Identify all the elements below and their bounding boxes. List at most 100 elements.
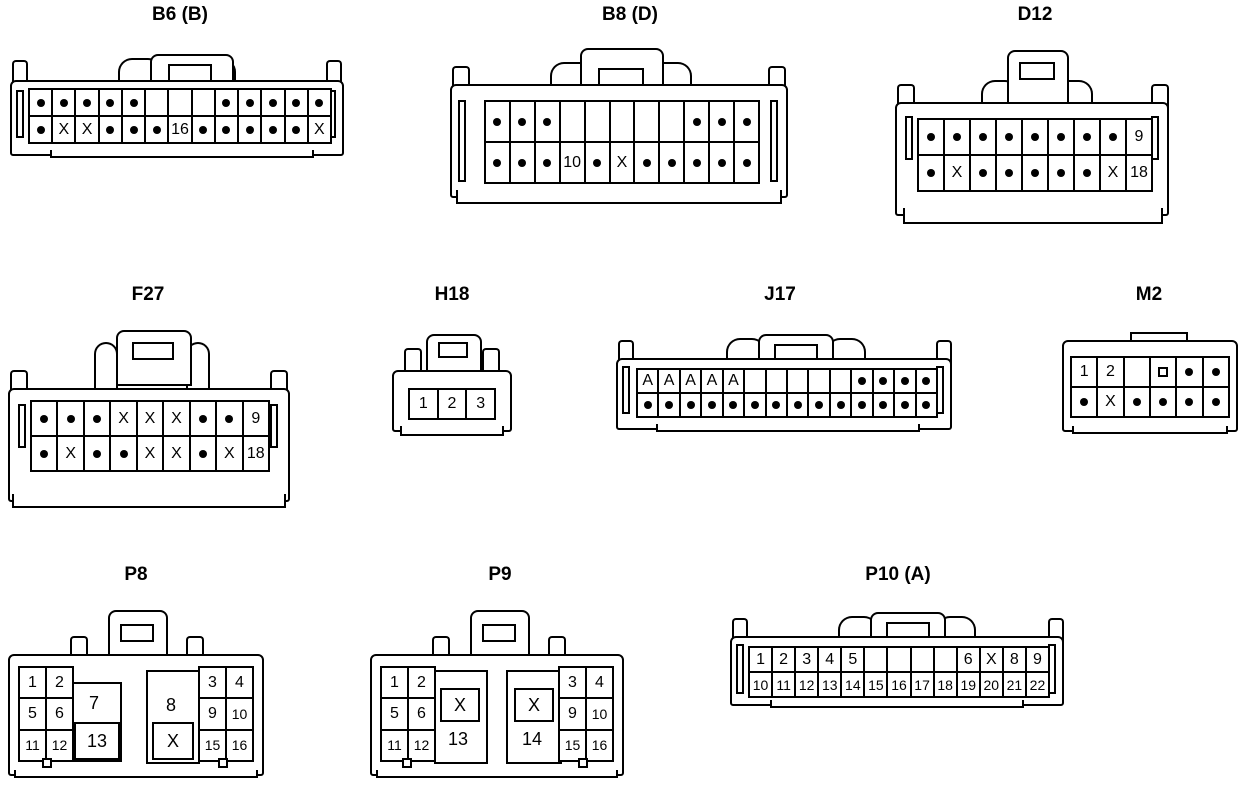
pin-dot: [1083, 169, 1091, 177]
pin-cell: [766, 394, 786, 416]
pin-cell: A: [680, 370, 701, 392]
pin-cell: X: [53, 117, 75, 142]
pin-cell: A: [638, 370, 658, 392]
pin-cell: A: [702, 370, 722, 392]
pin-dot: [836, 401, 845, 409]
pin-cell: X: [164, 402, 189, 435]
connector-title-d12: D12: [1017, 4, 1053, 25]
pin-cell: [1151, 388, 1176, 416]
pin-cell: 1: [20, 668, 45, 698]
pin-dot: [667, 158, 676, 167]
pin-cell: 16: [888, 673, 910, 696]
pin-dot: [152, 125, 161, 134]
keyway-slot: [578, 758, 588, 768]
empty-cell: [146, 90, 168, 115]
connector-title-p10: P10 (A): [865, 564, 931, 585]
pin-dot: [1057, 133, 1065, 141]
pin-cell: [76, 90, 98, 115]
pin-cell: 9: [200, 699, 225, 729]
pin-cell: [809, 394, 829, 416]
pin-dot: [922, 401, 931, 409]
pin-dot: [222, 98, 231, 107]
empty-cell: [610, 102, 634, 141]
pin-dot: [493, 158, 502, 167]
pin-dot: [793, 401, 802, 409]
pin-cell: [146, 117, 168, 142]
pin-cell: 10: [227, 699, 252, 729]
pin-cell: 9: [1026, 648, 1048, 671]
empty-cell: [830, 370, 851, 392]
empty-cell: [934, 648, 956, 671]
pin-dot: [1005, 169, 1013, 177]
pin-cell: 11: [382, 730, 407, 760]
keyway-slot: [1158, 367, 1169, 377]
pin-cell: 1: [410, 390, 437, 418]
pin-dot: [1005, 133, 1013, 141]
pin-dot: [1080, 398, 1089, 406]
pin-cell: 7: [78, 688, 110, 718]
empty-cell: [660, 102, 684, 141]
pin-cell: X: [137, 402, 163, 435]
pin-dot: [292, 125, 301, 134]
pin-dot: [1031, 133, 1039, 141]
pin-cell: [660, 143, 684, 182]
pin-dot: [717, 158, 726, 167]
pin-dot: [593, 158, 602, 167]
pin-cell: 3: [560, 668, 585, 698]
pin-grid: 1 2 3 4 5 6 X 8 9 10 11 12 13 14 15 16 1…: [748, 646, 1050, 698]
pin-cell: [685, 102, 709, 141]
pin-cell: X: [58, 437, 83, 470]
pin-cell: 6: [957, 648, 979, 671]
pin-cell: [192, 117, 214, 142]
connector-d12: 9 X X 18: [895, 44, 1175, 234]
pin-cell: [638, 394, 658, 416]
pin-cell: A: [723, 370, 744, 392]
pin-cell: 6: [409, 699, 434, 729]
pin-cell: [486, 143, 509, 182]
pin-cell: 2: [773, 648, 795, 671]
connector-b8: 10 X: [450, 38, 795, 218]
pin-cell: [945, 120, 969, 154]
pin-cell: 10: [560, 143, 584, 182]
pin-cell: 16: [587, 730, 612, 760]
pin-cell: 15: [200, 730, 225, 760]
pin-dot: [979, 133, 987, 141]
pin-dot: [1031, 169, 1039, 177]
pin-cell: [30, 90, 52, 115]
pin-cell: 10: [750, 673, 772, 696]
pin-cell: 2: [438, 390, 466, 418]
pin-dot: [707, 401, 716, 409]
pin-dot: [268, 98, 277, 107]
pin-cell: 5: [382, 699, 407, 729]
pin-cell: [971, 156, 995, 190]
pin-cell: 14: [842, 673, 864, 696]
connector-title-m2: M2: [1135, 284, 1163, 305]
pin-grid: X X 16 X: [28, 88, 332, 144]
pin-cell: [702, 394, 722, 416]
pin-cell: 16: [227, 730, 252, 760]
pin-cell: [535, 102, 559, 141]
pin-cell: [239, 90, 261, 115]
pin-dot: [686, 401, 695, 409]
pin-cell: [1072, 388, 1097, 416]
empty-cell: [745, 370, 765, 392]
pin-cell: 16: [169, 117, 191, 142]
empty-cell: [911, 648, 933, 671]
pin-cell: [723, 394, 744, 416]
pin-cell: X: [1098, 388, 1123, 416]
pin-cell: X: [152, 722, 194, 760]
pin-cell: [84, 402, 110, 435]
pin-dot: [129, 98, 138, 107]
pin-grid: A A A A A: [636, 368, 938, 418]
connector-title-b8: B8 (D): [602, 4, 658, 25]
pin-dot: [83, 98, 92, 107]
pin-cell: 4: [819, 648, 841, 671]
pin-grid: 10 X: [484, 100, 760, 184]
keyway-slot: [218, 758, 228, 768]
pin-dot: [543, 158, 552, 167]
keyway-slot: [42, 758, 52, 768]
pin-dot: [665, 401, 674, 409]
pin-dot: [692, 158, 701, 167]
pin-grid-left: 1 2 5 6 11 12: [18, 666, 74, 762]
pin-dot: [1132, 398, 1141, 406]
